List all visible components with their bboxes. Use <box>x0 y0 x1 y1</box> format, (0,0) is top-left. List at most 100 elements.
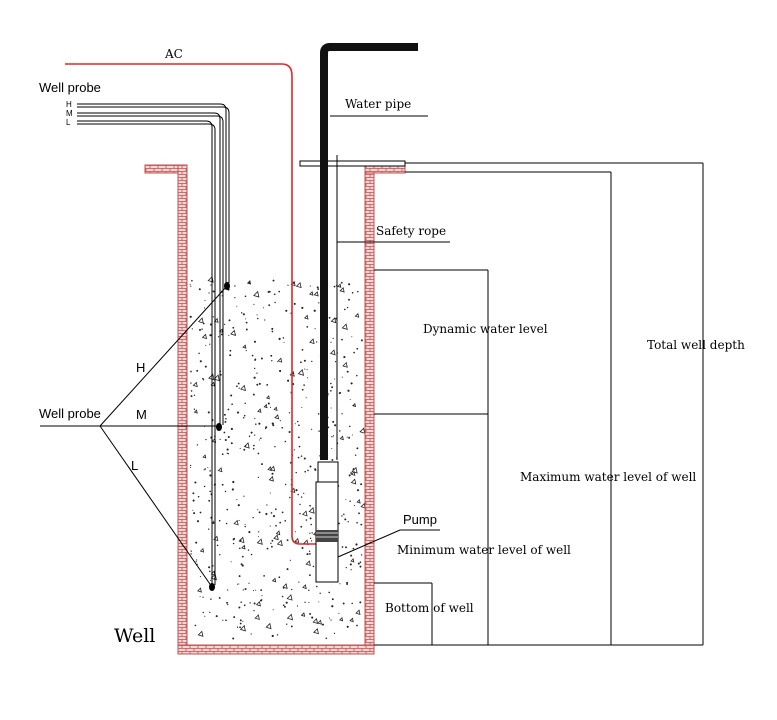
water-speckle <box>267 402 270 405</box>
water-speckle <box>298 436 300 439</box>
water-speckle <box>286 568 289 571</box>
water-speckle <box>236 411 240 414</box>
probe-m-label: M <box>136 407 147 422</box>
water-speckle <box>318 430 320 432</box>
water-speckle <box>195 561 197 563</box>
water-speckle <box>242 416 245 419</box>
water-speckle <box>265 395 270 400</box>
water-speckle <box>348 474 351 477</box>
water-speckle <box>334 424 337 427</box>
water-speckle <box>207 411 210 414</box>
water-speckle <box>356 447 359 450</box>
water-speckle <box>234 285 236 287</box>
water-speckle <box>345 546 347 549</box>
water-speckle <box>342 361 348 368</box>
water-speckle <box>354 454 357 456</box>
water-speckle <box>301 306 304 309</box>
water-speckle <box>359 427 366 434</box>
water-speckle <box>302 584 307 590</box>
water-speckle <box>270 512 273 514</box>
water-speckle <box>351 434 353 436</box>
well-probe-top-label: Well probe <box>39 80 101 95</box>
water-speckle <box>350 554 353 557</box>
water-speckle <box>227 603 229 606</box>
water-speckle <box>227 435 230 439</box>
water-speckle <box>253 609 255 612</box>
water-speckle <box>194 624 197 627</box>
water-speckle <box>244 295 247 298</box>
water-speckle <box>189 464 192 467</box>
water-speckle <box>256 372 258 374</box>
water-speckle <box>304 368 306 370</box>
water-speckle <box>217 467 223 473</box>
water-speckle <box>257 408 262 413</box>
water-speckle <box>202 377 204 380</box>
safety-rope-label: Safety rope <box>376 224 446 238</box>
water-speckle <box>233 616 236 619</box>
water-speckle <box>213 520 215 522</box>
water-speckle <box>236 499 238 501</box>
water-speckle <box>275 524 277 527</box>
water-speckle <box>350 569 352 571</box>
water-speckle <box>344 518 347 521</box>
water-speckle <box>244 523 246 525</box>
water-speckle <box>309 574 311 577</box>
water-speckle <box>193 409 198 414</box>
water-speckle <box>305 560 311 567</box>
water-speckle <box>338 612 340 614</box>
water-speckle <box>218 596 221 599</box>
water-speckle <box>209 570 211 573</box>
water-speckle <box>254 359 256 361</box>
water-speckle <box>282 583 288 589</box>
water-speckle <box>269 525 271 527</box>
water-speckle <box>267 290 270 294</box>
water-speckle <box>311 616 314 619</box>
water-speckle <box>346 583 348 586</box>
water-speckle <box>358 512 360 515</box>
water-speckle <box>350 472 352 474</box>
water-speckle <box>231 488 234 491</box>
water-speckle <box>300 496 303 498</box>
water-speckle <box>341 338 343 341</box>
water-speckle <box>318 601 320 603</box>
water-speckle <box>275 530 281 536</box>
water-speckle <box>196 559 198 561</box>
water-speckle <box>245 349 247 352</box>
water-speckle <box>212 290 215 293</box>
water-speckle <box>199 576 201 578</box>
water-speckle <box>294 423 296 425</box>
water-speckle <box>212 565 214 567</box>
water-speckle <box>245 318 247 320</box>
water-speckle <box>347 521 349 523</box>
water-speckle <box>255 423 257 425</box>
water-speckle <box>286 594 293 601</box>
water-body <box>187 272 366 644</box>
water-speckle <box>333 285 336 288</box>
water-speckle <box>356 624 358 627</box>
water-speckle <box>299 512 301 515</box>
water-speckle <box>192 492 195 495</box>
water-speckle <box>294 531 297 533</box>
water-speckle <box>258 531 260 533</box>
water-speckle <box>301 349 304 351</box>
water-speckle <box>330 382 332 385</box>
water-speckle <box>322 623 324 626</box>
water-speckle <box>250 633 252 635</box>
water-speckle <box>271 422 274 425</box>
water-speckle <box>274 445 276 448</box>
water-speckle <box>295 489 298 492</box>
water-speckle <box>356 374 358 377</box>
water-speckle <box>301 388 304 391</box>
water-speckle <box>260 357 263 360</box>
water-speckle <box>316 585 318 588</box>
water-speckle <box>330 317 337 324</box>
water-speckle <box>271 360 273 362</box>
water-speckle <box>351 336 353 338</box>
water-speckle <box>226 601 229 604</box>
leader-lines <box>330 115 450 558</box>
water-speckle <box>283 605 286 608</box>
water-speckle <box>204 615 206 617</box>
water-speckle <box>348 283 351 286</box>
water-speckle <box>340 281 343 284</box>
water-speckle <box>254 434 256 436</box>
